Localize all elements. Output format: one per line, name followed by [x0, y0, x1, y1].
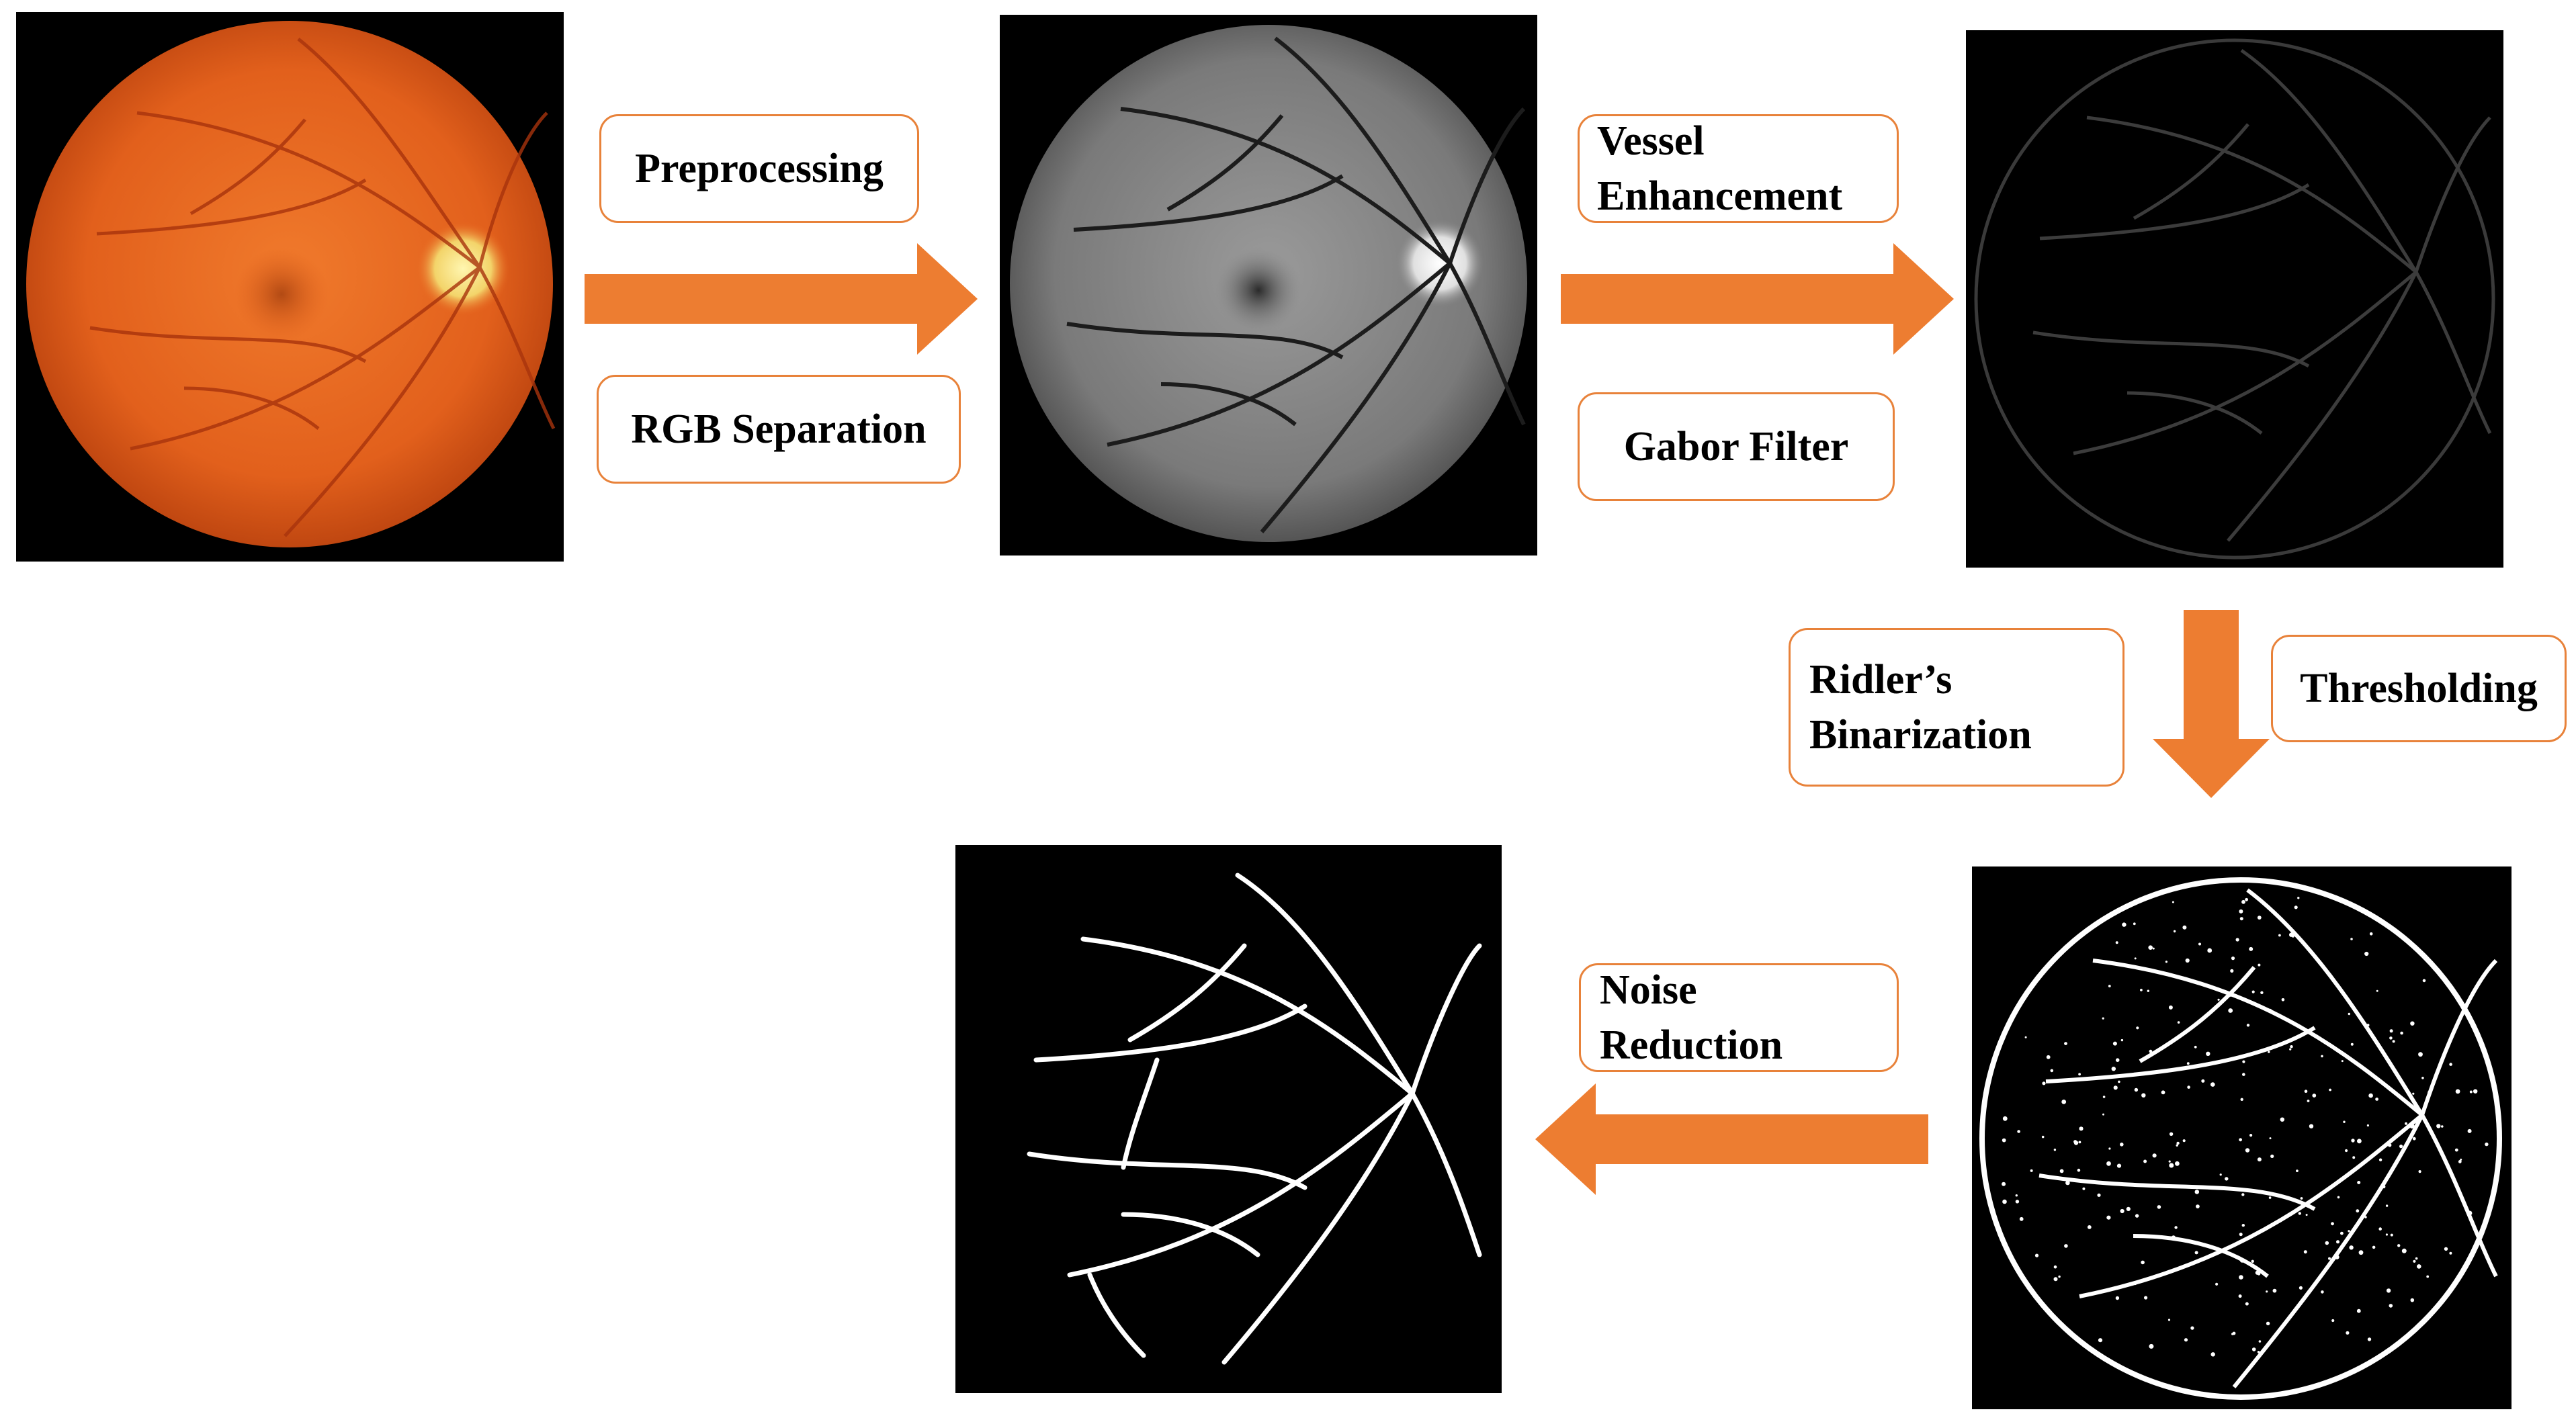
- ridlers-binarization-text: Ridler’s Binarization: [1809, 657, 2032, 758]
- noise-reduced-image: [955, 845, 1502, 1393]
- vessel-enhancement-label: Vessel Enhancement: [1578, 114, 1899, 223]
- rgb-separation-text: RGB Separation: [631, 406, 927, 452]
- preprocessing-label: Preprocessing: [599, 114, 919, 223]
- retina-fundus-color-image-icon: [26, 21, 556, 547]
- down-arrow-icon: [2153, 610, 2270, 798]
- retina-binary-noisy-image-icon: [1979, 877, 2502, 1400]
- noise-reduction-text: Noise Reduction: [1600, 967, 1783, 1068]
- preprocessing-text: Preprocessing: [635, 146, 884, 191]
- grayscale-fundus-image: [1000, 15, 1537, 556]
- vessel-enhancement-text: Vessel Enhancement: [1597, 118, 1843, 219]
- binarized-image: [1972, 866, 2511, 1409]
- arrow-right-1: [585, 243, 978, 355]
- right-arrow-icon: [585, 243, 978, 355]
- original-fundus-image: [16, 12, 564, 562]
- gabor-filter-label: Gabor Filter: [1578, 392, 1895, 501]
- noise-reduction-label: Noise Reduction: [1579, 963, 1899, 1072]
- retina-gabor-response-image-icon: [1974, 38, 2495, 560]
- gabor-filter-text: Gabor Filter: [1623, 424, 1849, 470]
- right-arrow-icon: [1561, 243, 1954, 355]
- retina-grayscale-image-icon: [1010, 25, 1527, 542]
- arrow-left: [1535, 1083, 1928, 1195]
- left-arrow-icon: [1535, 1083, 1928, 1195]
- gabor-enhanced-image: [1966, 30, 2503, 568]
- arrow-down: [2153, 610, 2270, 798]
- thresholding-text: Thresholding: [2300, 666, 2538, 711]
- thresholding-label: Thresholding: [2271, 635, 2567, 742]
- arrow-right-2: [1561, 243, 1954, 355]
- ridlers-binarization-label: Ridler’s Binarization: [1789, 628, 2124, 787]
- retina-vessel-segmentation-image-icon: [1027, 873, 1482, 1365]
- rgb-separation-label: RGB Separation: [597, 375, 961, 484]
